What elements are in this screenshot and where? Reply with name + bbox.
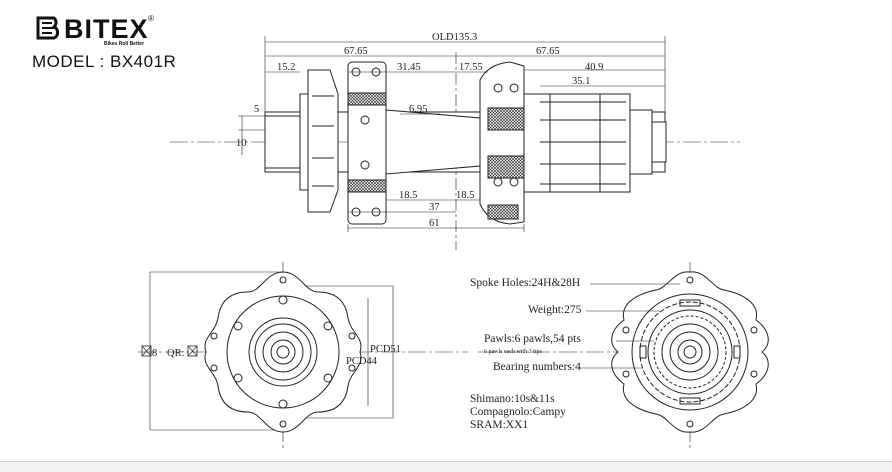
spec-bearings: Bearing numbers:4 bbox=[493, 361, 581, 373]
dimension-labels: OLD135.3 67.65 67.65 15.2 31.45 17.55 40… bbox=[236, 32, 603, 229]
spec-spoke-holes: Spoke Holes:24H&28H bbox=[470, 277, 581, 289]
left-end-view bbox=[138, 262, 468, 448]
axle-diameter-label: 8 bbox=[152, 348, 157, 359]
dim-5: 5 bbox=[254, 104, 259, 115]
end-view-labels: 8 QR: PCD44 PCD51 bbox=[152, 344, 401, 367]
logo-wordmark: BITEX bbox=[64, 14, 149, 44]
dim-6-95: 6.95 bbox=[409, 104, 427, 115]
right-end-view bbox=[478, 262, 769, 448]
spec-sram: SRAM:XX1 bbox=[470, 419, 529, 431]
side-view bbox=[170, 36, 740, 250]
spec-pawls-note: 6 pawls each with 3 tips bbox=[484, 349, 542, 355]
dim-31-45: 31.45 bbox=[397, 62, 421, 73]
logo-b-mark-icon bbox=[36, 16, 60, 40]
logo-tagline: Bikes Roll Better bbox=[104, 41, 145, 47]
spec-pawls: Pawls:6 pawls,54 pts bbox=[484, 333, 581, 345]
dim-37: 37 bbox=[429, 202, 440, 213]
dim-61: 61 bbox=[429, 218, 440, 229]
bitex-logo: BITEX ® Bikes Roll Better bbox=[36, 10, 160, 50]
dim-old: OLD135.3 bbox=[432, 32, 477, 43]
dim-17-55: 17.55 bbox=[459, 62, 483, 73]
dim-40-9: 40.9 bbox=[585, 62, 603, 73]
model-label: MODEL : BX401R bbox=[32, 52, 177, 71]
registered-mark: ® bbox=[148, 14, 154, 23]
page-footer-bar bbox=[0, 461, 892, 472]
dim-18-5-left: 18.5 bbox=[399, 190, 417, 201]
qr-label: QR: bbox=[167, 348, 185, 359]
dim-35-1: 35.1 bbox=[572, 76, 590, 87]
dim-15-2: 15.2 bbox=[277, 62, 295, 73]
dim-10: 10 bbox=[236, 138, 247, 149]
pcd44-label: PCD44 bbox=[346, 356, 378, 367]
spec-campagnolo: Compagnolo:Campy bbox=[470, 406, 566, 418]
dim-18-5-right: 18.5 bbox=[456, 190, 474, 201]
pcd51-label: PCD51 bbox=[370, 344, 401, 355]
dim-left-half: 67.65 bbox=[344, 46, 368, 57]
dim-right-half: 67.65 bbox=[536, 46, 560, 57]
spec-weight: Weight:275 bbox=[528, 304, 582, 316]
spec-shimano: Shimano:10s&11s bbox=[470, 393, 555, 405]
spec-leaders bbox=[580, 283, 680, 369]
